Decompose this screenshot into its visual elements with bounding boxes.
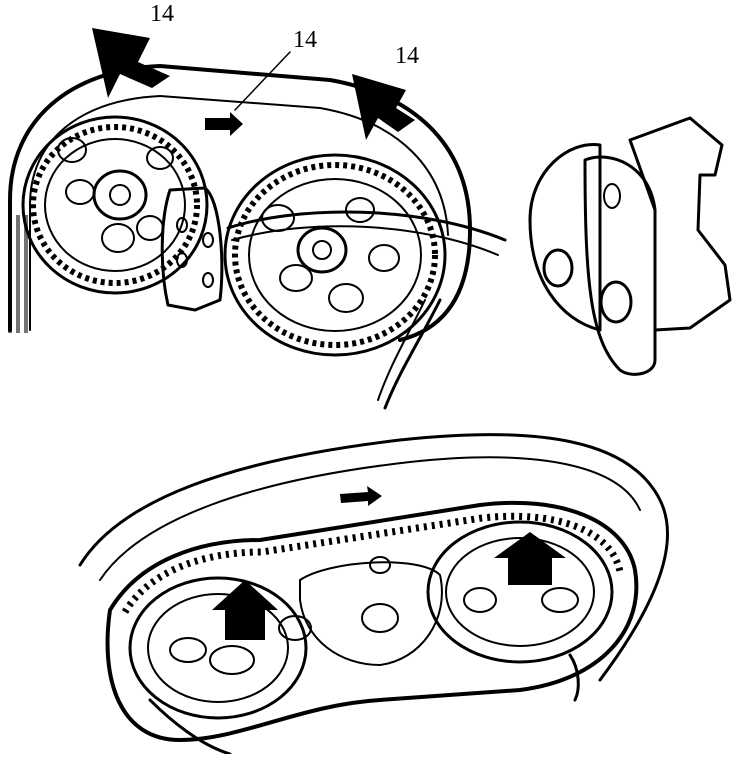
callout-label-middle: 14: [293, 27, 317, 53]
arrow-callout-left: [92, 28, 170, 98]
right-lower-sprocket: [426, 520, 614, 664]
arrow-callout-right: [352, 74, 415, 140]
bottom-belt-assembly: [78, 433, 669, 756]
bottom-belt: [105, 500, 639, 742]
callout-label-left: 14: [150, 1, 174, 27]
arrow-up-right: [494, 532, 566, 585]
arrow-up-left: [212, 580, 278, 640]
left-camshaft-sprocket: [21, 115, 209, 295]
locking-tool-detail: [528, 116, 732, 376]
leader-line-middle: [234, 51, 291, 111]
direction-arrow-top: [205, 112, 243, 136]
top-belt-outer: [8, 64, 472, 342]
top-belt-lower-strand: [383, 298, 442, 410]
top-belt-assembly: [4, 28, 507, 410]
direction-arrow-bottom: [340, 486, 382, 506]
bottom-cover-outer: [78, 433, 669, 682]
right-camshaft-sprocket: [223, 153, 447, 357]
top-belt-inner: [29, 95, 449, 331]
tool-rod: [226, 210, 507, 242]
left-lower-sprocket: [128, 576, 312, 720]
callout-label-right: 14: [395, 43, 419, 69]
camshaft-locking-tool: [160, 186, 224, 312]
